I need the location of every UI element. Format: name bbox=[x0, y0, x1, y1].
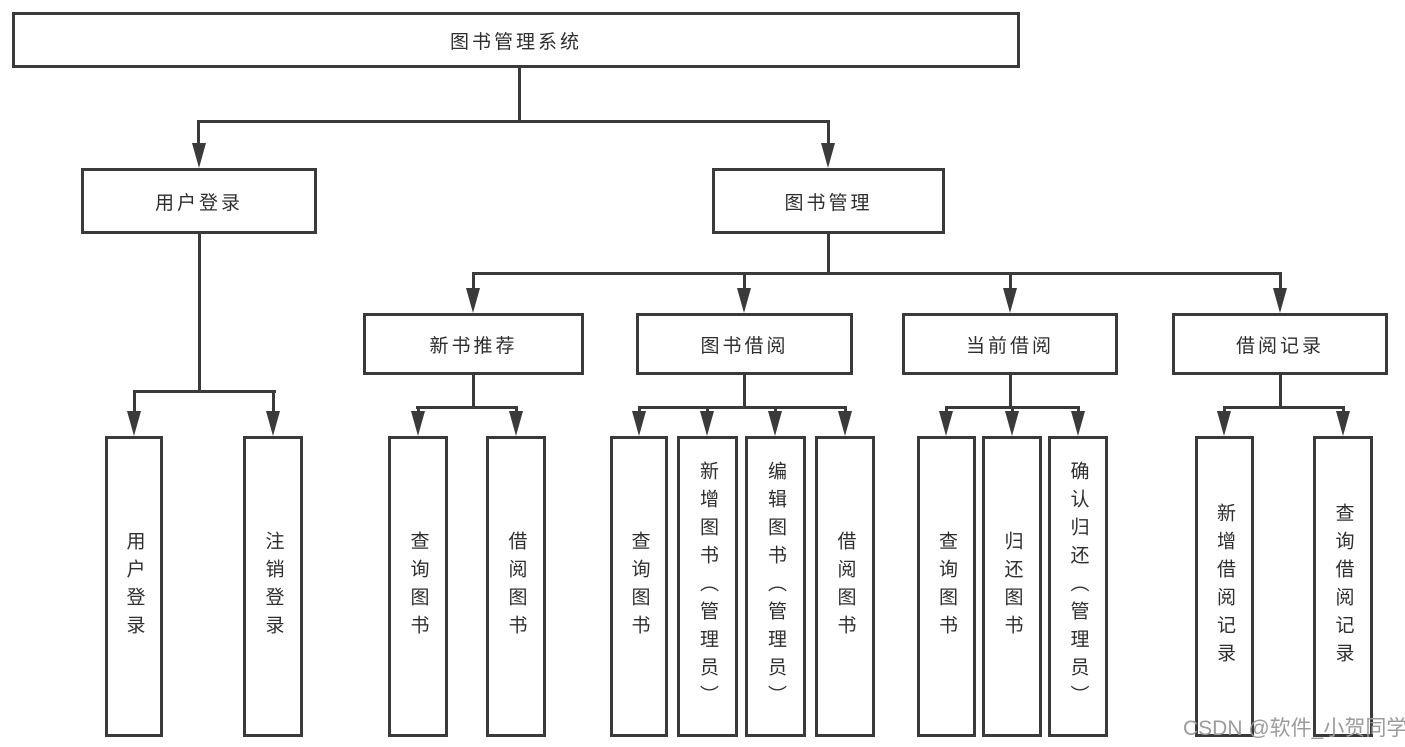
leaf-recommend-borrow-books: 借阅图书 bbox=[486, 436, 546, 737]
arrowhead-leaf bbox=[411, 411, 425, 436]
leaf-current-return-books-label: 归还图书 bbox=[1001, 530, 1023, 643]
connector-leaf-drop bbox=[706, 406, 709, 414]
leaf-recommend-query-books-label: 查询图书 bbox=[407, 530, 429, 643]
connector-section-drop bbox=[1009, 273, 1012, 290]
connector-borrow-stem bbox=[743, 375, 746, 408]
leaf-logout-label: 注销登录 bbox=[262, 530, 284, 643]
connector-book-mgmt-stem bbox=[827, 234, 830, 274]
node-book-mgmt-label: 图书管理 bbox=[784, 192, 873, 214]
arrowhead-leaf bbox=[1005, 411, 1019, 436]
leaf-current-confirm-return-admin: 确认归还（管理员） bbox=[1048, 436, 1108, 737]
arrowhead-leaf bbox=[266, 411, 280, 436]
arrowhead-section bbox=[1003, 288, 1017, 313]
arrowhead-leaf bbox=[1217, 411, 1231, 436]
leaf-borrow-borrow-books: 借阅图书 bbox=[815, 436, 875, 737]
arrowhead-leaf bbox=[838, 411, 852, 436]
leaf-current-return-books: 归还图书 bbox=[982, 436, 1042, 737]
arrowhead-section bbox=[737, 288, 751, 313]
connector-leaf-drop bbox=[133, 391, 136, 413]
leaf-current-confirm-return-admin-label: 确认归还（管理员） bbox=[1067, 460, 1089, 713]
arrowhead-leaf bbox=[127, 411, 141, 436]
leaf-recommend-borrow-books-label: 借阅图书 bbox=[505, 530, 527, 643]
connector-leaf-drop bbox=[945, 406, 948, 414]
connector-book-mgmt-drop bbox=[827, 121, 830, 145]
connector-section-drop bbox=[743, 273, 746, 290]
arrowhead-section bbox=[1273, 288, 1287, 313]
leaf-borrow-borrow-books-label: 借阅图书 bbox=[834, 530, 856, 643]
connector-leaf-drop bbox=[774, 406, 777, 414]
connector-leaf-drop bbox=[1011, 406, 1014, 414]
arrowhead-leaf bbox=[1336, 411, 1350, 436]
arrowhead-leaf bbox=[632, 411, 646, 436]
node-borrow-records: 借阅记录 bbox=[1172, 313, 1388, 375]
node-current-borrow-label: 当前借阅 bbox=[965, 335, 1054, 357]
connector-section-drop bbox=[472, 273, 475, 290]
node-book-borrow-label: 图书借阅 bbox=[700, 335, 789, 357]
connector-leaf-drop bbox=[515, 406, 518, 414]
node-current-borrow: 当前借阅 bbox=[902, 313, 1118, 375]
connector-records-stem bbox=[1279, 375, 1282, 408]
leaf-records-add-record: 新增借阅记录 bbox=[1195, 436, 1254, 737]
leaf-user-login: 用户登录 bbox=[105, 436, 163, 737]
leaf-user-login-label: 用户登录 bbox=[123, 530, 145, 643]
connector-leaf-drop bbox=[844, 406, 847, 414]
leaf-borrow-edit-books-admin: 编辑图书（管理员） bbox=[745, 436, 806, 737]
connector-recommend-bar bbox=[416, 406, 518, 409]
arrowhead-leaf bbox=[509, 411, 523, 436]
arrowhead-section bbox=[466, 288, 480, 313]
connector-section-drop bbox=[1279, 273, 1282, 290]
connector-current-stem bbox=[1009, 375, 1012, 408]
connector-user-login-bar bbox=[133, 390, 276, 393]
arrowhead-user-login bbox=[192, 143, 206, 168]
leaf-records-add-record-label: 新增借阅记录 bbox=[1214, 502, 1235, 671]
connector-leaf-drop bbox=[1342, 406, 1345, 414]
connector-recommend-stem bbox=[472, 375, 475, 408]
connector-leaf-drop bbox=[272, 391, 275, 413]
arrowhead-book-mgmt bbox=[821, 143, 835, 168]
connector-user-login-stem bbox=[198, 234, 201, 392]
connector-level2-bar bbox=[472, 272, 1282, 275]
leaf-current-query-books-label: 查询图书 bbox=[936, 530, 957, 643]
connector-user-login-drop bbox=[197, 121, 200, 145]
connector-level1-bar bbox=[197, 120, 830, 123]
connector-leaf-drop bbox=[1077, 406, 1080, 414]
connector-leaf-drop bbox=[417, 406, 420, 414]
leaf-borrow-query-books: 查询图书 bbox=[610, 436, 668, 737]
node-new-book-recommend-label: 新书推荐 bbox=[429, 335, 518, 357]
node-user-login: 用户登录 bbox=[81, 168, 317, 234]
connector-leaf-drop bbox=[1223, 406, 1226, 414]
node-user-login-label: 用户登录 bbox=[154, 192, 243, 214]
arrowhead-leaf bbox=[768, 411, 782, 436]
node-new-book-recommend: 新书推荐 bbox=[363, 313, 584, 375]
arrowhead-leaf bbox=[1071, 411, 1085, 436]
node-book-borrow: 图书借阅 bbox=[636, 313, 853, 375]
leaf-borrow-add-books-admin-label: 新增图书（管理员） bbox=[697, 460, 718, 713]
leaf-records-query-record-label: 查询借阅记录 bbox=[1332, 502, 1354, 671]
connector-borrow-bar bbox=[638, 406, 847, 409]
leaf-borrow-query-books-label: 查询图书 bbox=[628, 530, 650, 643]
arrowhead-leaf bbox=[939, 411, 953, 436]
leaf-borrow-edit-books-admin-label: 编辑图书（管理员） bbox=[765, 460, 786, 713]
arrowhead-leaf bbox=[700, 411, 714, 436]
leaf-logout: 注销登录 bbox=[243, 436, 303, 737]
leaf-recommend-query-books: 查询图书 bbox=[388, 436, 448, 737]
node-borrow-records-label: 借阅记录 bbox=[1235, 335, 1324, 357]
csdn-watermark: CSDN @软件_小贺同学 bbox=[1183, 717, 1405, 740]
connector-records-bar bbox=[1223, 406, 1345, 409]
node-root-label: 图书管理系统 bbox=[449, 31, 582, 53]
connector-root-stem bbox=[518, 68, 521, 123]
leaf-records-query-record: 查询借阅记录 bbox=[1313, 436, 1373, 737]
leaf-current-query-books: 查询图书 bbox=[917, 436, 976, 737]
connector-leaf-drop bbox=[638, 406, 641, 414]
node-book-mgmt: 图书管理 bbox=[712, 168, 945, 234]
node-root: 图书管理系统 bbox=[12, 12, 1020, 68]
leaf-borrow-add-books-admin: 新增图书（管理员） bbox=[677, 436, 738, 737]
